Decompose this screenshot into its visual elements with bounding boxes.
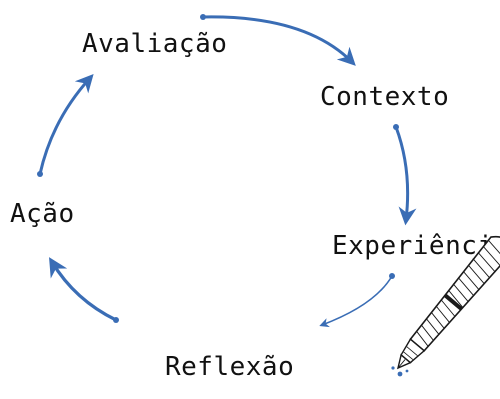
arrow-avaliacao-to-contexto bbox=[200, 14, 356, 66]
ink-dot bbox=[397, 371, 403, 377]
arrow-experiencia-to-reflexao bbox=[319, 273, 395, 328]
stage-label-contexto: Contexto bbox=[320, 82, 449, 112]
arrow-acao-to-avaliacao bbox=[37, 73, 94, 177]
arrow-contexto-to-experiencia bbox=[393, 124, 417, 226]
stage-label-acao: Ação bbox=[10, 199, 75, 229]
stage-label-reflexao: Reflexão bbox=[165, 352, 294, 382]
stage-label-avaliacao: Avaliação bbox=[82, 29, 227, 59]
stage-label-experiencia: Experiência bbox=[332, 231, 500, 261]
fountain-pen-icon bbox=[396, 235, 500, 370]
ink-dot bbox=[391, 366, 395, 370]
arrow-reflexao-to-acao bbox=[49, 257, 119, 323]
ink-dot bbox=[405, 369, 409, 373]
